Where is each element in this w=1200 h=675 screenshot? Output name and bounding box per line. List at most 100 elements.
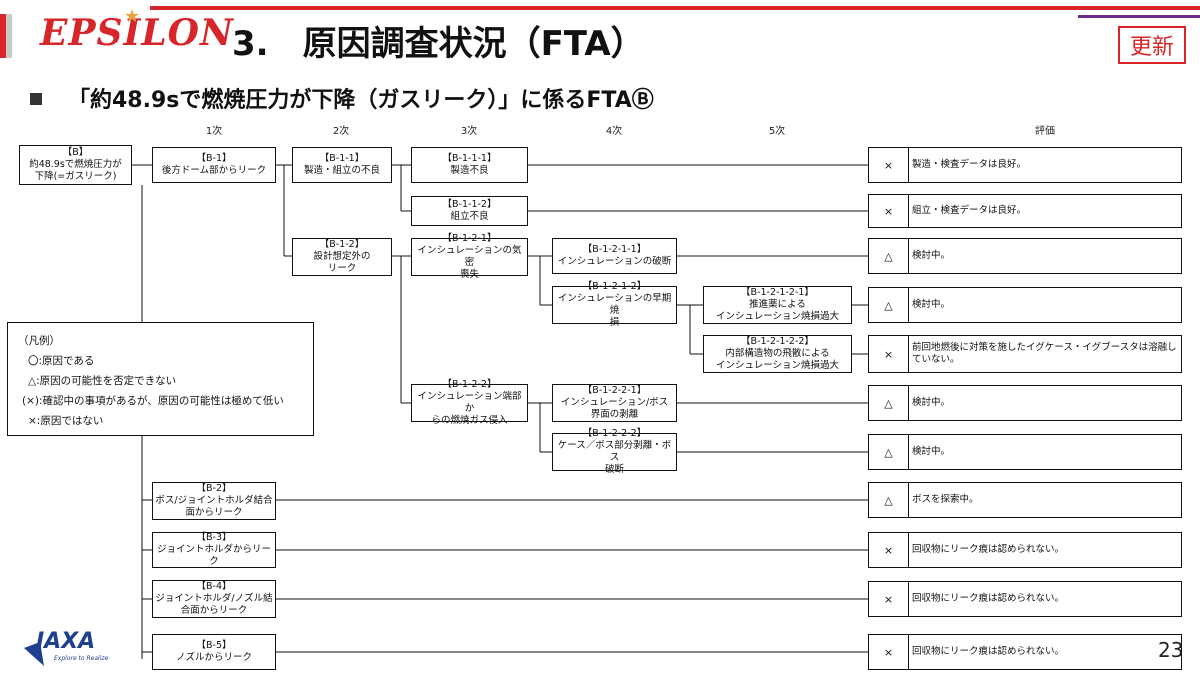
fta-node-B: 【B】 約48.9sで燃焼圧力が 下降(=ガスリーク): [19, 145, 132, 185]
fta-node-B-1-2-2: 【B-1-2-2】 インシュレーション端部か らの燃焼ガス侵入: [411, 379, 528, 426]
eval-text: 回収物にリーク痕は認められない。: [912, 544, 1065, 555]
node-label: 損: [609, 317, 620, 328]
slide-subtitle: 「約48.9sで燃焼圧力が下降（ガスリーク）」に係るFTAⒷ: [30, 82, 654, 114]
column-header-eval: 評価: [1035, 126, 1055, 137]
node-label: 製造不良: [450, 165, 489, 176]
subtitle-text: 「約48.9sで燃焼圧力が下降（ガスリーク）」に係るFTAⒷ: [68, 88, 654, 113]
legend-item: (×):確認中の事項があるが、原因の可能性は極めて低い: [22, 395, 284, 407]
node-label: 後方ドーム部からリーク: [161, 165, 267, 176]
node-label: 下降(=ガスリーク): [34, 171, 117, 182]
eval-text: 回収物にリーク痕は認められない。: [912, 593, 1065, 604]
node-id: 【B-2】: [196, 483, 232, 494]
eval-mark: △: [869, 239, 909, 273]
node-id: 【B-1-2】: [319, 239, 365, 250]
eval-mark: ×: [869, 582, 909, 616]
eval-text: 検討中。: [912, 250, 951, 261]
header-purple-rule: [1078, 15, 1200, 18]
eval-mark: ×: [869, 195, 909, 227]
eval-text: 検討中。: [912, 299, 951, 310]
node-id: 【B-1-2-2】: [442, 379, 497, 390]
eval-row: △ 検討中。: [868, 385, 1182, 421]
fta-node-B-1-2: 【B-1-2】 設計想定外の リーク: [292, 238, 392, 276]
legend-item: △:原因の可能性を否定できない: [28, 375, 177, 387]
column-header-4: 4次: [605, 126, 623, 137]
node-label: ボス/ジョイントホルダ結合: [155, 495, 273, 506]
fta-node-B-1-2-1-1: 【B-1-2-1-1】 インシュレーションの破断: [552, 238, 677, 274]
eval-mark: ×: [869, 148, 909, 182]
node-label: 約48.9sで燃焼圧力が: [29, 159, 122, 170]
node-label: リーク: [327, 263, 357, 274]
eval-row: × 回収物にリーク痕は認められない。: [868, 634, 1182, 670]
column-header-1: 1次: [205, 126, 223, 137]
fta-node-B-2: 【B-2】 ボス/ジョイントホルダ結合 面からリーク: [152, 482, 276, 520]
eval-row: △ ボスを探索中。: [868, 482, 1182, 518]
logo-accent-bar-gray: [6, 14, 12, 58]
node-id: 【B-1-2-1-1】: [582, 244, 647, 255]
node-id: 【B-3】: [196, 532, 232, 543]
node-id: 【B-5】: [196, 640, 232, 651]
eval-row: △ 検討中。: [868, 434, 1182, 470]
legend-item: ×:原因ではない: [28, 415, 104, 427]
node-label: らの燃焼ガス侵入: [431, 415, 508, 426]
node-id: 【B-1-2-2-1】: [582, 385, 647, 396]
eval-mark: △: [869, 483, 909, 517]
node-label: 界面の剥離: [590, 409, 639, 420]
eval-mark: △: [869, 435, 909, 469]
legend-title: （凡例）: [18, 335, 60, 347]
eval-text: ボスを探索中。: [912, 494, 979, 505]
node-label: 合面からリーク: [180, 605, 248, 616]
node-label: ノズルからリーク: [175, 652, 252, 663]
node-label: インシュレーション/ボス: [560, 397, 669, 408]
node-id: 【B-1-2-2-2】: [582, 428, 647, 439]
node-label: インシュレーションの破断: [557, 256, 672, 267]
fta-node-B-1-1: 【B-1-1】 製造・組立の不良: [292, 147, 392, 183]
column-header-2: 2次: [332, 126, 350, 137]
eval-mark: ×: [869, 533, 909, 567]
fta-node-B-1: 【B-1】 後方ドーム部からリーク: [152, 147, 276, 183]
fta-node-B-4: 【B-4】 ジョイントホルダ/ノズル結 合面からリーク: [152, 580, 276, 618]
eval-text: 前回地燃後に対策を施したイグケース・イグブースタは溶融していない。: [912, 342, 1177, 365]
fta-node-B-1-2-1-2-1: 【B-1-2-1-2-1】 推進薬による インシュレーション焼損過大: [703, 286, 852, 324]
eval-text: 検討中。: [912, 446, 951, 457]
column-header-3: 3次: [460, 126, 478, 137]
eval-mark: △: [869, 386, 909, 420]
node-label: 設計想定外の: [313, 251, 371, 262]
node-label: インシュレーション端部か: [417, 391, 522, 414]
node-id: 【B-1-1】: [319, 153, 365, 164]
node-label: 喪失: [459, 269, 479, 280]
node-label: インシュレーションの気密: [417, 245, 522, 268]
node-id: 【B-1-2-1-2】: [582, 281, 647, 292]
node-label: ケース／ボス部分剥離・ボス: [557, 440, 672, 463]
node-label: 破断: [604, 464, 624, 475]
header-red-rule: [150, 6, 1200, 10]
update-badge: 更新: [1118, 26, 1186, 64]
node-label: 製造・組立の不良: [303, 165, 380, 176]
node-label: インシュレーション焼損過大: [715, 360, 840, 371]
page-title: 3. 原因調査状況（FTA）: [232, 24, 645, 64]
eval-mark: ×: [869, 336, 909, 372]
square-bullet-icon: [30, 93, 42, 105]
node-label: ジョイントホルダ/ノズル結: [155, 593, 273, 604]
legend-item: 〇:原因である: [28, 355, 95, 367]
fta-node-B-1-2-2-1: 【B-1-2-2-1】 インシュレーション/ボス 界面の剥離: [552, 384, 677, 422]
fta-node-B-1-2-1: 【B-1-2-1】 インシュレーションの気密 喪失: [411, 233, 528, 280]
node-label: ジョイントホルダからリーク: [156, 544, 271, 567]
node-id: 【B-1-1-1】: [442, 153, 497, 164]
eval-mark: ×: [869, 635, 909, 669]
node-label: 内部構造物の飛散による: [725, 348, 830, 359]
jaxa-logo: JAXA Explore to Realize: [20, 622, 110, 670]
fta-node-B-5: 【B-5】 ノズルからリーク: [152, 634, 276, 670]
fta-node-B-1-2-1-2-2: 【B-1-2-1-2-2】 内部構造物の飛散による インシュレーション焼損過大: [703, 335, 852, 373]
fta-node-B-1-1-1: 【B-1-1-1】 製造不良: [411, 147, 528, 183]
eval-row: △ 検討中。: [868, 238, 1182, 274]
eval-row: × 回収物にリーク痕は認められない。: [868, 532, 1182, 568]
fta-node-B-1-2-2-2: 【B-1-2-2-2】 ケース／ボス部分剥離・ボス 破断: [552, 428, 677, 475]
node-id: 【B-1-2-1】: [442, 233, 497, 244]
legend: （凡例） 〇:原因である △:原因の可能性を否定できない (×):確認中の事項が…: [7, 322, 314, 436]
eval-row: △ 検討中。: [868, 287, 1182, 323]
eval-text: 製造・検査データは良好。: [912, 159, 1027, 170]
node-id: 【B-1-2-1-2-2】: [741, 336, 814, 347]
node-id: 【B-4】: [196, 581, 232, 592]
logo-accent-bar: [0, 14, 6, 58]
page-number: 23: [1158, 638, 1184, 662]
